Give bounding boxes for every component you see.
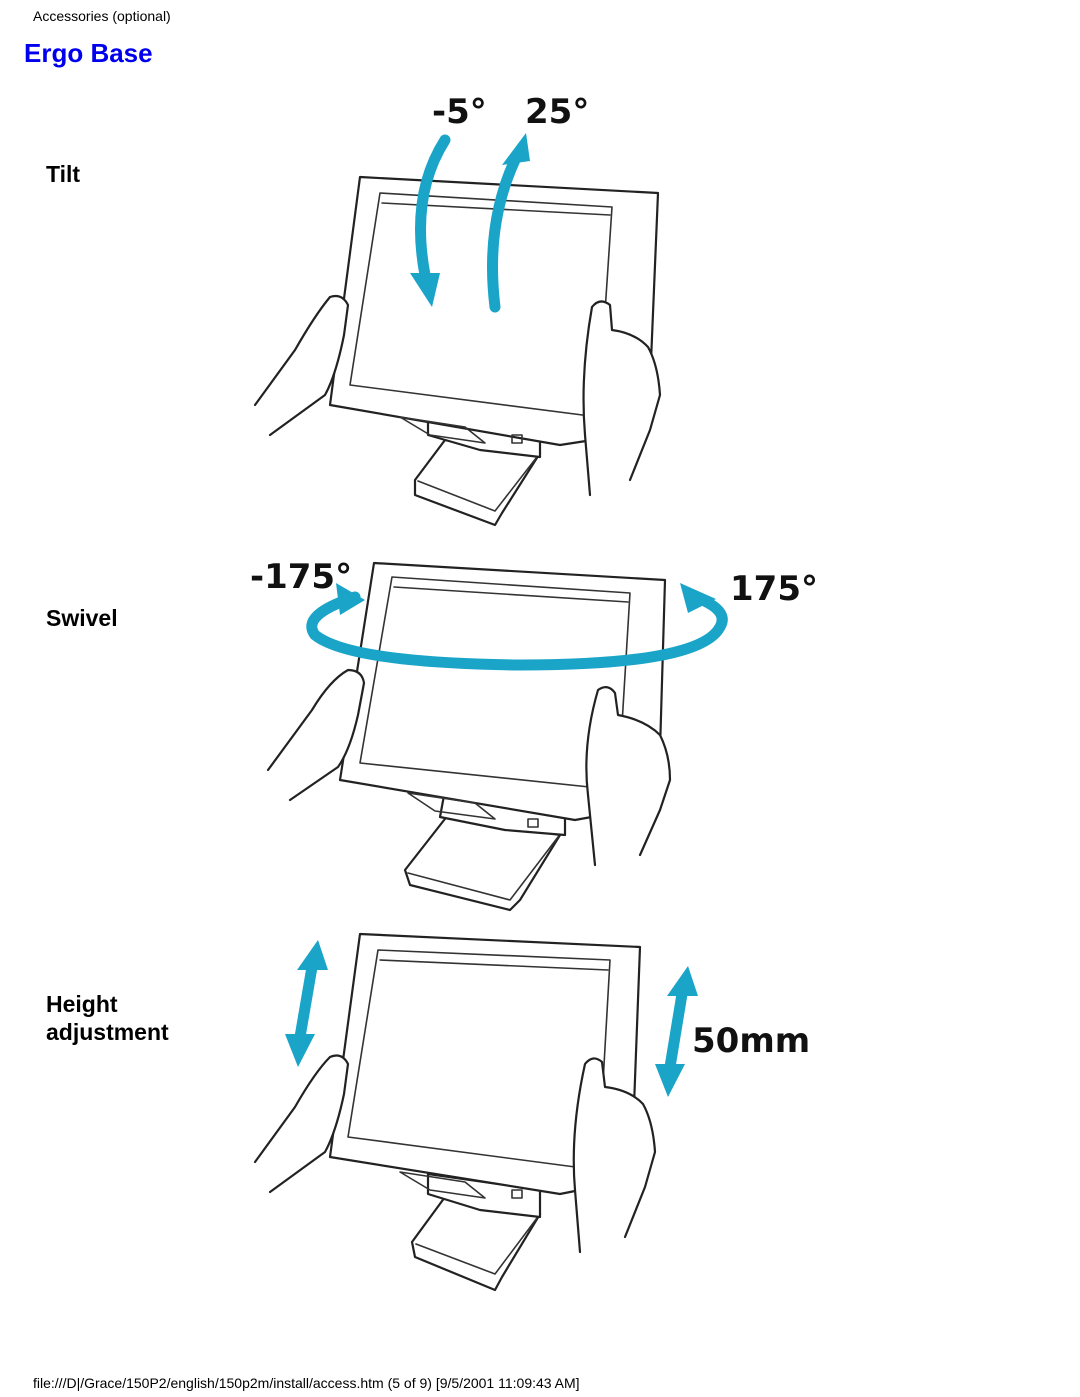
swivel-label: Swivel — [46, 605, 118, 631]
swivel-arrow — [306, 591, 728, 671]
page-title: Ergo Base — [24, 38, 153, 68]
tilt-up-arrow — [487, 154, 521, 313]
height-figure: 50mm — [240, 922, 820, 1342]
tilt-minus-label: -5° — [432, 92, 487, 132]
tilt-label: Tilt — [46, 161, 81, 187]
tilt-down-arrow — [415, 134, 451, 281]
left-hand — [253, 294, 350, 437]
monitor-swivel-illustration: -175° 175° — [250, 557, 818, 912]
height-arrow-right — [664, 988, 688, 1073]
swivel-figure: -175° 175° — [240, 555, 820, 915]
monitor-tilt-illustration: -5° 25° — [253, 92, 662, 527]
right-hand — [582, 300, 662, 497]
height-arrow-left — [294, 961, 318, 1043]
height-mark-label: 50mm — [692, 1021, 810, 1061]
page-footer: file:///D|/Grace/150P2/english/150p2m/in… — [33, 1375, 580, 1391]
page-header: Accessories (optional) — [33, 8, 171, 24]
swivel-plus-label: 175° — [730, 569, 818, 609]
tilt-plus-label: 25° — [525, 92, 589, 132]
tilt-figure: -5° 25° — [240, 85, 680, 535]
monitor-height-illustration: 50mm — [253, 932, 810, 1292]
height-label: Height adjustment — [46, 990, 226, 1046]
height-label-line2: adjustment — [46, 1019, 169, 1045]
height-label-line1: Height — [46, 991, 118, 1017]
swivel-minus-label: -175° — [250, 557, 352, 597]
